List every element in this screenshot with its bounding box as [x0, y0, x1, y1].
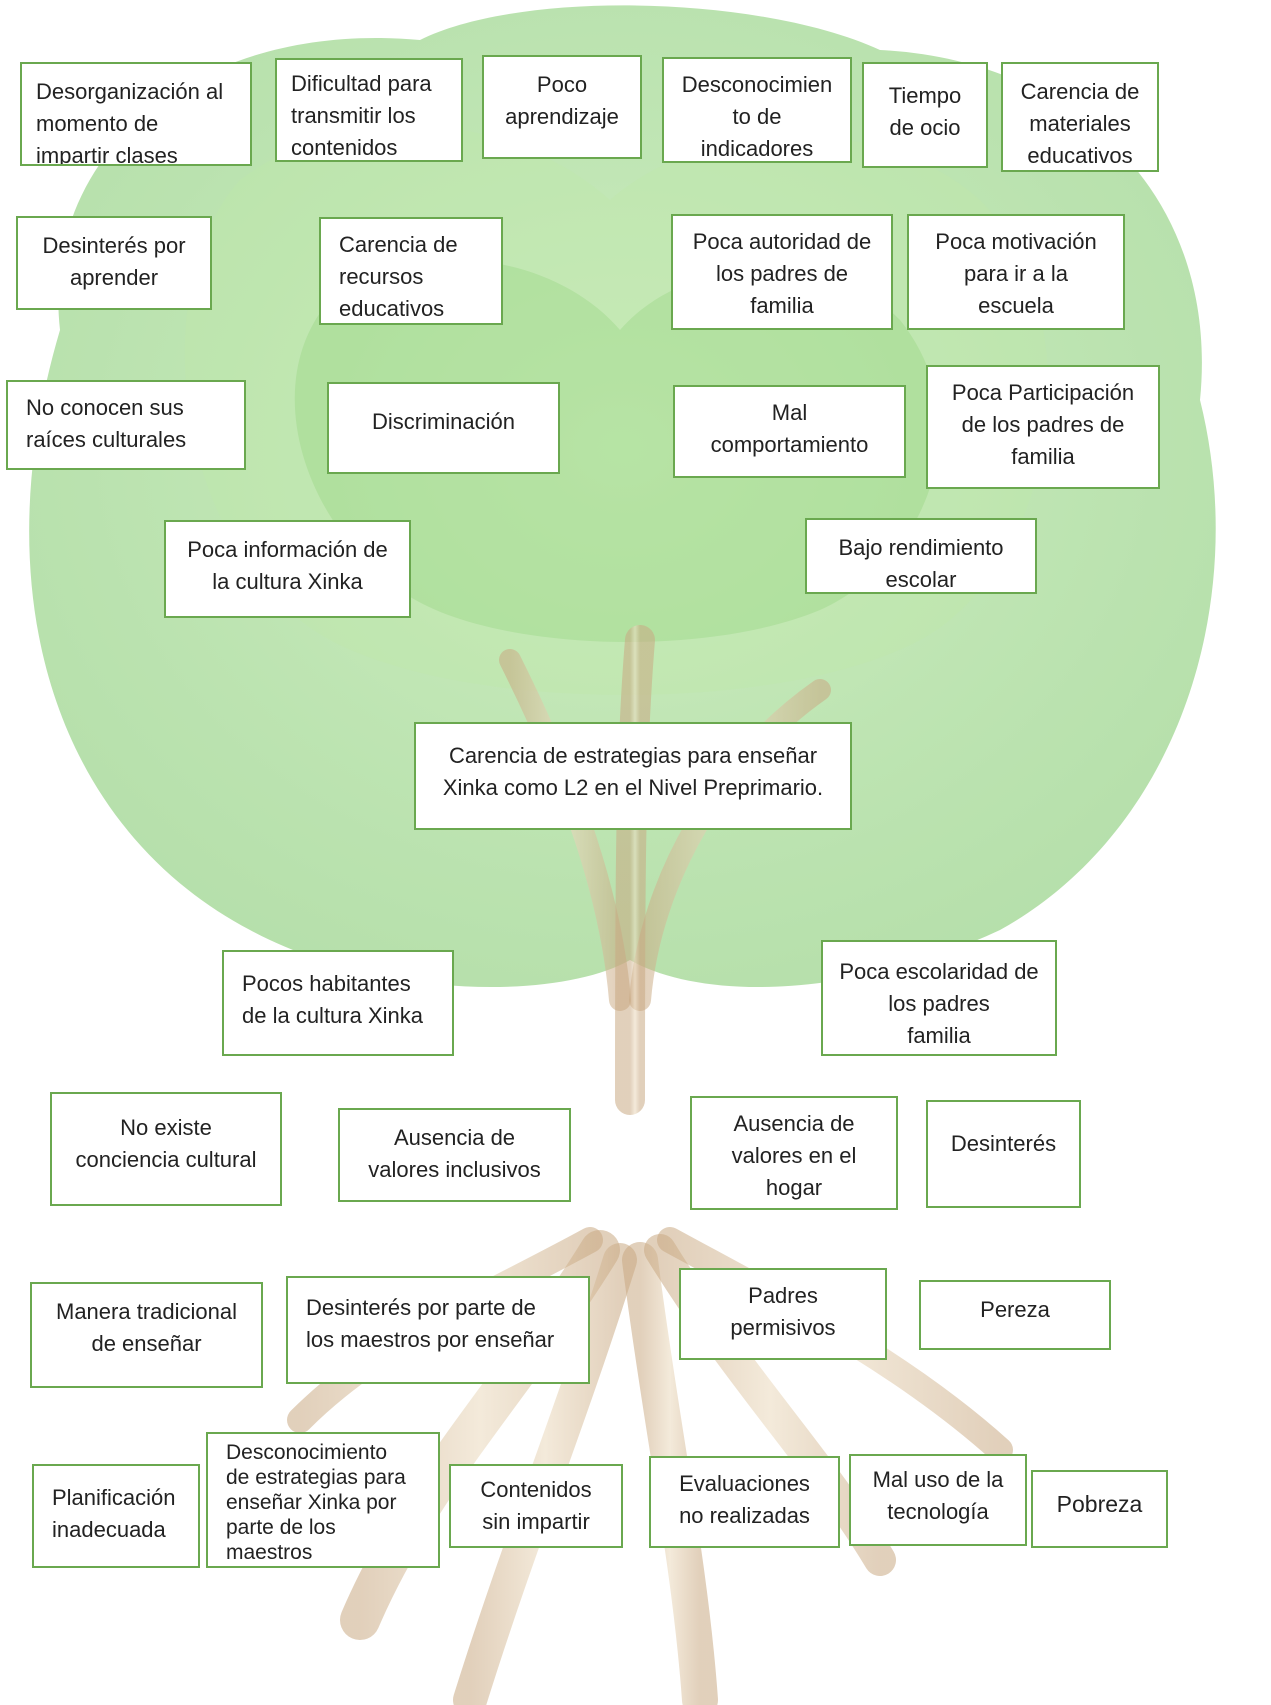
cause-contenidos-sin-impartir: Contenidos sin impartir	[449, 1464, 623, 1548]
cause-padres-permisivos: Padres permisivos	[679, 1268, 887, 1360]
effect-poca-motivacion: Poca motivación para ir a la escuela	[907, 214, 1125, 330]
cause-ausencia-valores-inclusivos: Ausencia de valores inclusivos	[338, 1108, 571, 1202]
cause-evaluaciones: Evaluaciones no realizadas	[649, 1456, 840, 1548]
cause-pobreza: Pobreza	[1031, 1470, 1168, 1548]
cause-mal-uso-tecnologia: Mal uso de la tecnología	[849, 1454, 1027, 1546]
cause-poca-escolaridad: Poca escolaridad de los padres familia	[821, 940, 1057, 1056]
effect-poco-aprendizaje: Poco aprendizaje	[482, 55, 642, 159]
cause-planificacion: Planificación inadecuada	[32, 1464, 200, 1568]
cause-pereza: Pereza	[919, 1280, 1111, 1350]
effect-no-conocen-raices: No conocen sus raíces culturales	[6, 380, 246, 470]
effect-desorganizacion: Desorganización al momento de impartir c…	[20, 62, 252, 166]
effect-tiempo-ocio: Tiempo de ocio	[862, 62, 988, 168]
effect-bajo-rendimiento: Bajo rendimiento escolar	[805, 518, 1037, 594]
cause-pocos-habitantes: Pocos habitantes de la cultura Xinka	[222, 950, 454, 1056]
effect-carencia-materiales: Carencia de materiales educativos	[1001, 62, 1159, 172]
effect-poca-informacion: Poca información de la cultura Xinka	[164, 520, 411, 618]
effect-poca-autoridad: Poca autoridad de los padres de familia	[671, 214, 893, 330]
effect-desconocimiento-indicadores: Desconocimien to de indicadores	[662, 57, 852, 163]
cause-desinteres: Desinterés	[926, 1100, 1081, 1208]
effect-carencia-recursos: Carencia de recursos educativos	[319, 217, 503, 325]
cause-manera-tradicional: Manera tradicional de enseñar	[30, 1282, 263, 1388]
effect-mal-comportamiento: Mal comportamiento	[673, 385, 906, 478]
cause-desinteres-maestros: Desinterés por parte de los maestros por…	[286, 1276, 590, 1384]
central-problem: Carencia de estrategias para enseñar Xin…	[414, 722, 852, 830]
effect-dificultad: Dificultad para transmitir los contenido…	[275, 58, 463, 162]
cause-desconocimiento-estrategias: Desconocimiento de estrategias para ense…	[206, 1432, 440, 1568]
effect-discriminacion: Discriminación	[327, 382, 560, 474]
effect-desinteres-aprender: Desinterés por aprender	[16, 216, 212, 310]
effect-poca-participacion: Poca Participación de los padres de fami…	[926, 365, 1160, 489]
cause-ausencia-valores-hogar: Ausencia de valores en el hogar	[690, 1096, 898, 1210]
cause-no-existe-conciencia: No existe conciencia cultural	[50, 1092, 282, 1206]
